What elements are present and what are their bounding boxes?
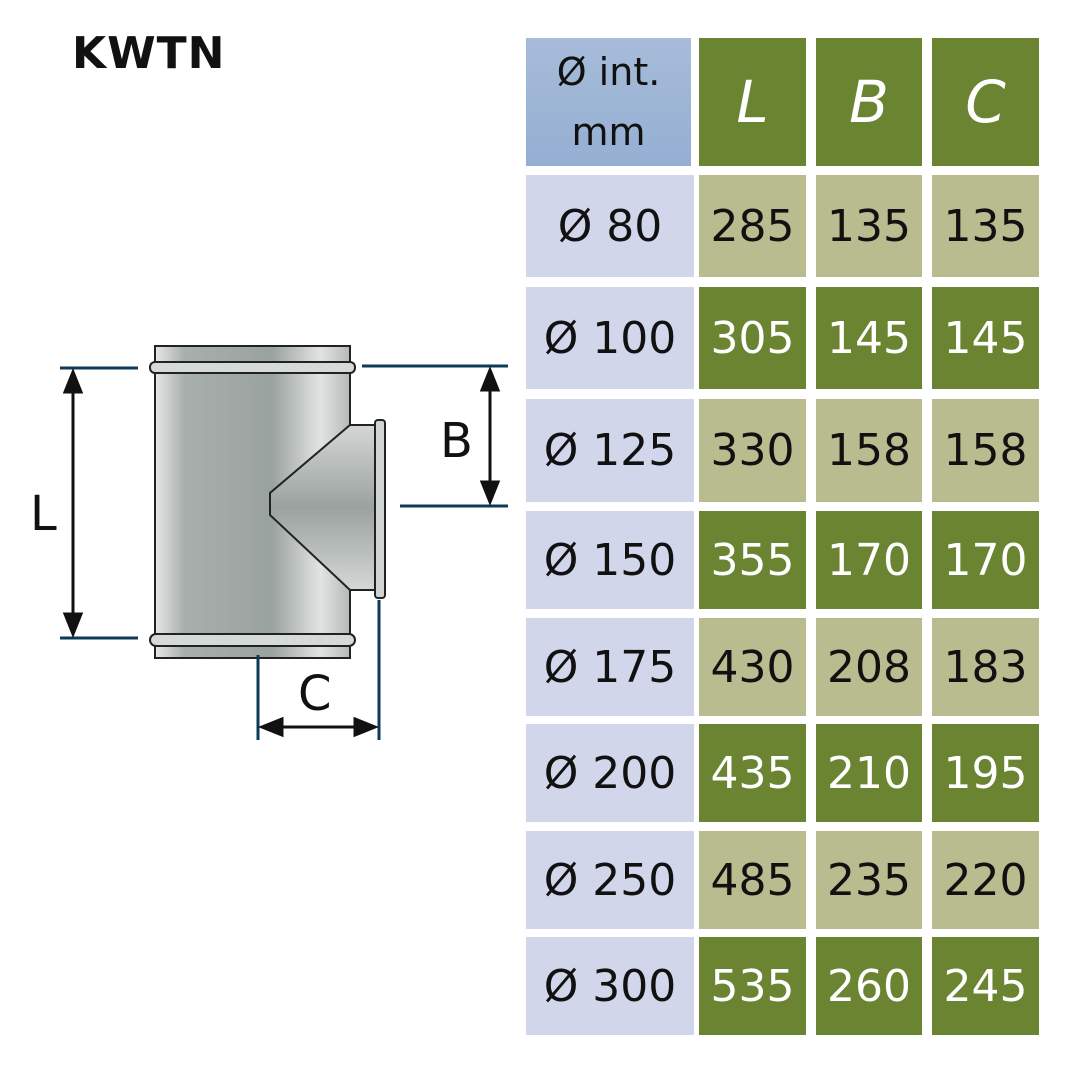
value-L: 330 [699, 399, 806, 502]
product-title: KWTN [72, 28, 226, 79]
value-C: 135 [932, 175, 1039, 277]
value-C: 183 [932, 618, 1039, 716]
diameter-cell: Ø 150 [526, 511, 694, 609]
value-C: 158 [932, 399, 1039, 502]
value-C: 145 [932, 287, 1039, 389]
label-L: L [30, 486, 57, 542]
header-B: B [816, 38, 922, 166]
dimension-arrows [62, 365, 501, 738]
value-C: 170 [932, 511, 1039, 609]
value-L: 285 [699, 175, 806, 277]
diameter-cell: Ø 125 [526, 399, 694, 502]
value-L: 355 [699, 511, 806, 609]
value-B: 170 [816, 511, 922, 609]
diameter-cell: Ø 200 [526, 724, 694, 822]
value-C: 245 [932, 937, 1039, 1035]
diameter-cell: Ø 250 [526, 831, 694, 929]
header-diameter: Ø int. mm [526, 38, 691, 166]
label-B: B [440, 413, 473, 469]
value-B: 135 [816, 175, 922, 277]
diameter-cell: Ø 300 [526, 937, 694, 1035]
value-B: 210 [816, 724, 922, 822]
value-B: 260 [816, 937, 922, 1035]
value-L: 430 [699, 618, 806, 716]
header-diameter-line2: mm [571, 110, 646, 154]
value-L: 535 [699, 937, 806, 1035]
header-diameter-line1: Ø int. [556, 50, 661, 94]
value-C: 195 [932, 724, 1039, 822]
value-B: 235 [816, 831, 922, 929]
value-C: 220 [932, 831, 1039, 929]
value-L: 305 [699, 287, 806, 389]
value-B: 145 [816, 287, 922, 389]
pipe-body [149, 345, 386, 659]
header-L: L [699, 38, 806, 166]
diameter-cell: Ø 80 [526, 175, 694, 277]
tee-pipe-drawing: L B C [30, 345, 508, 740]
diameter-cell: Ø 100 [526, 287, 694, 389]
value-B: 158 [816, 399, 922, 502]
diameter-cell: Ø 175 [526, 618, 694, 716]
header-C: C [932, 38, 1039, 166]
value-L: 435 [699, 724, 806, 822]
label-C: C [298, 666, 332, 722]
value-L: 485 [699, 831, 806, 929]
value-B: 208 [816, 618, 922, 716]
